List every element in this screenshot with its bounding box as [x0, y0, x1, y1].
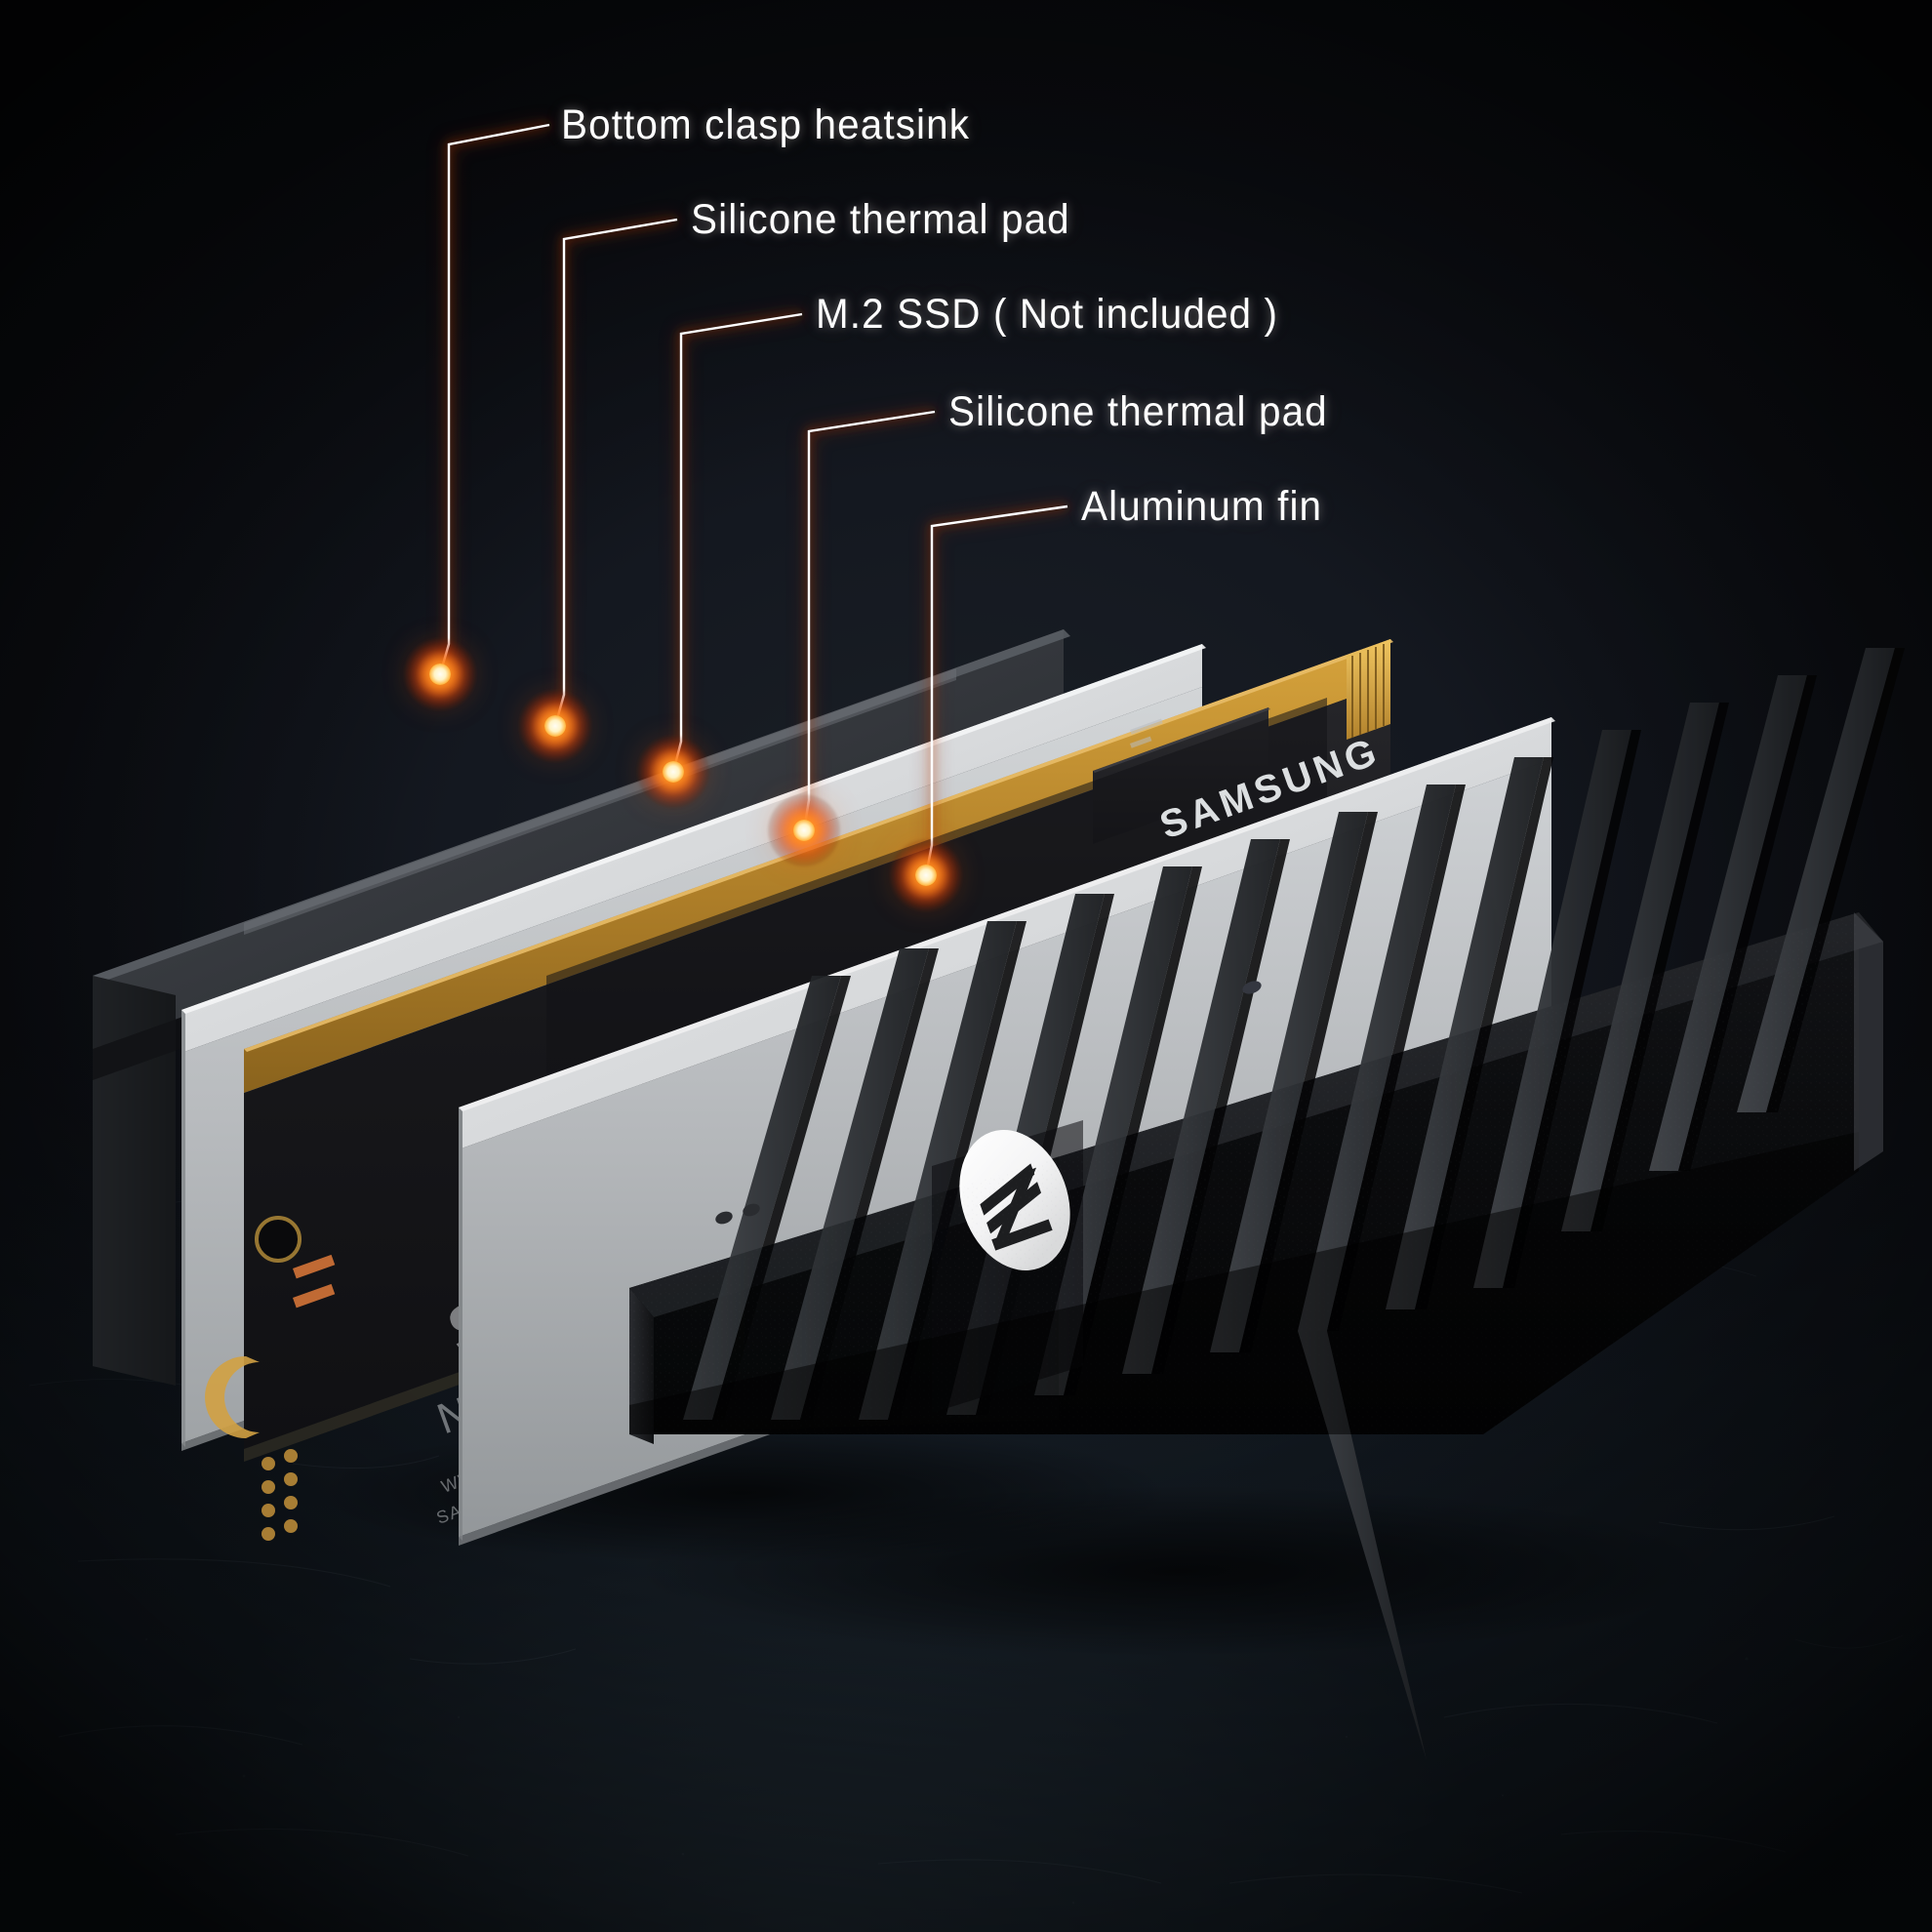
- leader-bottom-clasp-heatsink: [435, 120, 550, 676]
- callout-label-m2-ssd: M.2 SSD ( Not included ): [816, 291, 1279, 338]
- callout-label-bottom-clasp-heatsink: Bottom clasp heatsink: [561, 101, 971, 148]
- ssd-gold-contacts: [1347, 639, 1390, 740]
- ssd-key-notch: [205, 1356, 260, 1438]
- leader-m2-ssd: [668, 309, 803, 774]
- heatsink-screw-holes: [715, 981, 1262, 1225]
- part-aluminum-fin-heatsink: [629, 648, 1905, 1760]
- leader-aluminum-fin: [921, 502, 1068, 876]
- ssd-mount-hole: [257, 1218, 300, 1261]
- ssd-test-pads: [262, 1449, 298, 1541]
- leader-silicone-thermal-pad-bottom: [799, 407, 936, 831]
- shadow-right: [634, 1485, 1727, 1657]
- leader-silicone-thermal-pad-top: [550, 215, 678, 728]
- ssd-chip-marks: [1129, 718, 1163, 748]
- callout-label-aluminum-fin: Aluminum fin: [1081, 483, 1323, 530]
- callout-label-silicone-thermal-pad-bottom: Silicone thermal pad: [948, 388, 1328, 435]
- callout-label-silicone-thermal-pad-top: Silicone thermal pad: [691, 196, 1070, 243]
